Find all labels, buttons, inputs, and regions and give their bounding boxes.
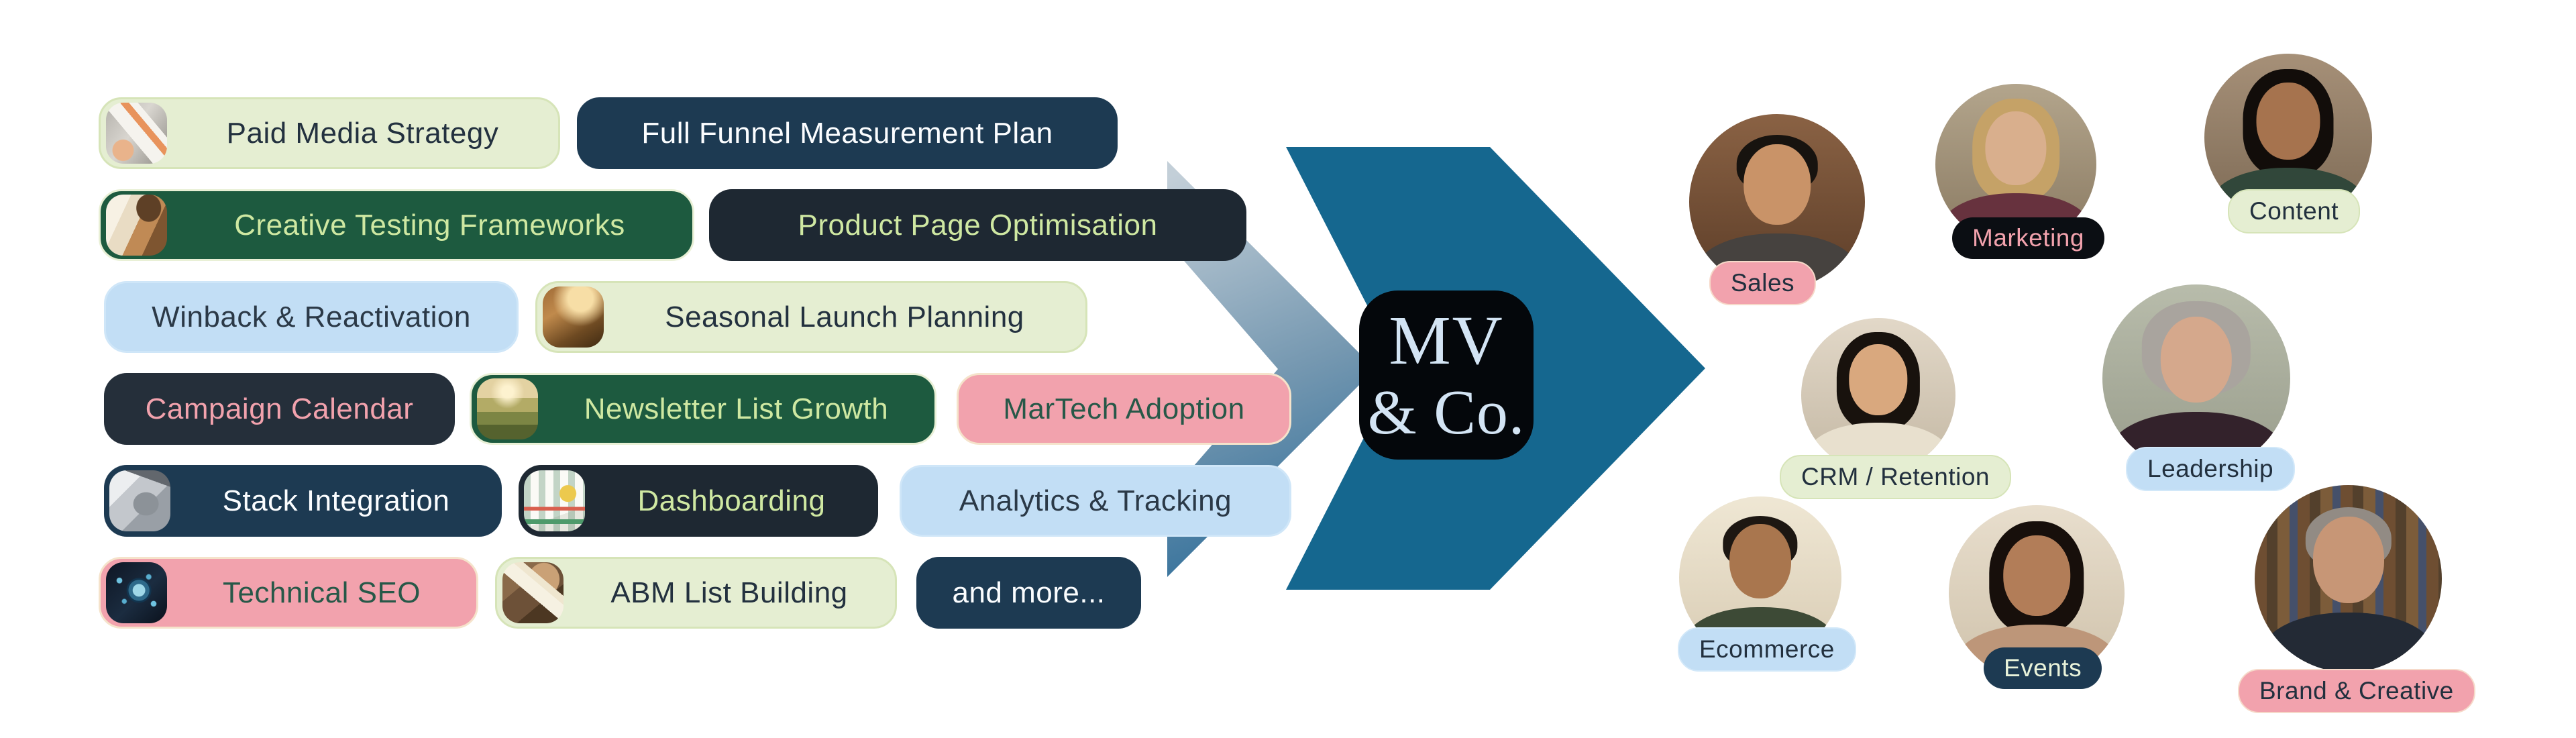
service-pill-label: Technical SEO xyxy=(222,576,421,609)
service-pill-label: MarTech Adoption xyxy=(1003,392,1245,425)
content-role-badge: Content xyxy=(2228,189,2361,233)
avatar-shoulders xyxy=(2262,612,2434,672)
technical-seo-thumb-image xyxy=(106,562,167,623)
stack-integration-thumb-image xyxy=(109,470,170,531)
brand-creative-avatar-photo xyxy=(2255,485,2442,672)
service-pill-label: Paid Media Strategy xyxy=(226,116,499,150)
service-pill-abm-list-building: ABM List Building xyxy=(495,557,897,629)
service-pill-label: Creative Testing Frameworks xyxy=(234,208,625,242)
service-pill-paid-media-strategy: Paid Media Strategy xyxy=(99,97,560,169)
dashboarding-thumb-image xyxy=(524,470,585,531)
crm-avatar-photo xyxy=(1801,318,1955,472)
service-pill-label: Seasonal Launch Planning xyxy=(665,300,1024,333)
service-pill-seasonal-launch-planning: Seasonal Launch Planning xyxy=(535,281,1087,353)
newsletter-growth-thumb-image xyxy=(477,378,538,439)
role-badge-label: Leadership xyxy=(2147,455,2274,482)
service-pill-and-more: and more... xyxy=(916,557,1141,629)
crm-retention-role-badge: CRM / Retention xyxy=(1780,455,2011,499)
avatar-face xyxy=(2003,535,2070,617)
service-pill-newsletter-list-growth: Newsletter List Growth xyxy=(470,373,936,445)
service-pill-label: ABM List Building xyxy=(610,576,848,609)
role-badge-label: CRM / Retention xyxy=(1801,463,1990,490)
avatar-face xyxy=(2312,517,2384,603)
service-pill-label: Newsletter List Growth xyxy=(584,392,889,425)
seasonal-launch-thumb-image xyxy=(543,286,604,348)
abm-list-thumb-image xyxy=(502,562,564,623)
avatar-face xyxy=(1985,111,2047,186)
creative-testing-thumb-image xyxy=(106,195,167,256)
logo-line-1: MV xyxy=(1389,302,1504,379)
avatar-face xyxy=(1743,144,1811,225)
role-badge-label: Ecommerce xyxy=(1699,635,1835,663)
role-badge-label: Content xyxy=(2249,197,2339,225)
service-pill-creative-testing-frameworks: Creative Testing Frameworks xyxy=(99,189,694,261)
leadership-role-badge: Leadership xyxy=(2126,447,2296,491)
avatar-face xyxy=(2160,316,2233,403)
service-pill-winback-reactivation: Winback & Reactivation xyxy=(104,281,519,353)
service-pill-label: Product Page Optimisation xyxy=(798,208,1158,242)
service-pill-label: Winback & Reactivation xyxy=(152,300,471,333)
ecommerce-role-badge: Ecommerce xyxy=(1678,627,1856,672)
avatar-face xyxy=(2256,82,2320,160)
mv-co-logo: MV & Co. xyxy=(1359,291,1534,460)
service-pill-martech-adoption: MarTech Adoption xyxy=(957,373,1291,445)
service-pill-label: Analytics & Tracking xyxy=(959,484,1232,517)
events-role-badge: Events xyxy=(1984,647,2102,689)
service-pill-label: Campaign Calendar xyxy=(145,392,414,425)
paid-media-thumb-image xyxy=(106,103,167,164)
service-pill-product-page-optimisation: Product Page Optimisation xyxy=(709,189,1246,261)
avatar-face xyxy=(1729,524,1791,599)
role-badge-label: Sales xyxy=(1731,269,1795,297)
avatar-face xyxy=(1849,344,1908,415)
service-pill-dashboarding: Dashboarding xyxy=(519,465,878,537)
marketing-role-badge: Marketing xyxy=(1952,217,2104,259)
service-pill-stack-integration: Stack Integration xyxy=(104,465,502,537)
sales-role-badge: Sales xyxy=(1709,261,1817,305)
service-pill-campaign-calendar: Campaign Calendar xyxy=(104,373,455,445)
brand-creative-role-badge: Brand & Creative xyxy=(2238,669,2475,713)
role-badge-label: Marketing xyxy=(1972,224,2084,252)
service-pill-label: Dashboarding xyxy=(637,484,826,517)
service-pill-label: and more... xyxy=(952,576,1106,609)
leadership-avatar-photo xyxy=(2102,284,2290,472)
logo-line-2: & Co. xyxy=(1367,378,1525,447)
role-badge-label: Brand & Creative xyxy=(2259,677,2454,704)
service-pill-full-funnel-measurement-plan: Full Funnel Measurement Plan xyxy=(577,97,1118,169)
service-pill-label: Stack Integration xyxy=(222,484,450,517)
service-pill-analytics-tracking: Analytics & Tracking xyxy=(900,465,1291,537)
role-badge-label: Events xyxy=(2004,654,2082,682)
service-pill-technical-seo: Technical SEO xyxy=(99,557,478,629)
service-pill-label: Full Funnel Measurement Plan xyxy=(641,116,1053,150)
